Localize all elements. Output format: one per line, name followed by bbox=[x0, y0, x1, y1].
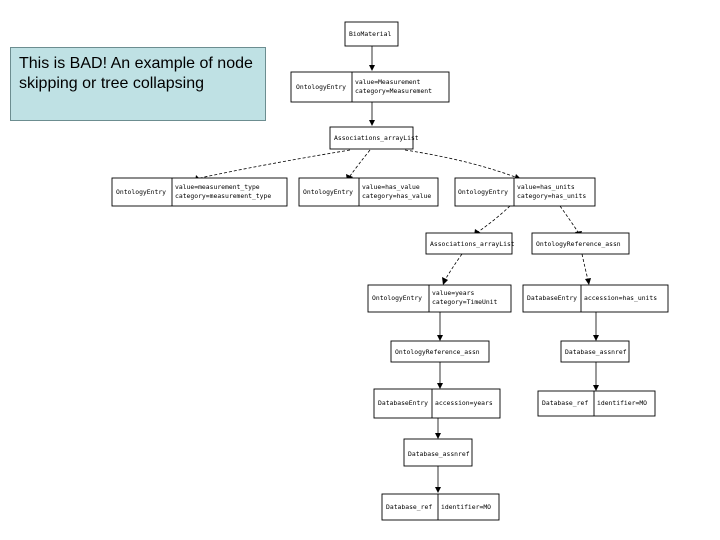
svg-text:OntologyReference_assn: OntologyReference_assn bbox=[536, 240, 621, 248]
node-database-ref-2: Database_ref identifier=MO bbox=[381, 493, 500, 521]
node-associations-arraylist-1: Associations_arrayList bbox=[329, 126, 419, 150]
svg-text:DatabaseEntry: DatabaseEntry bbox=[378, 399, 428, 407]
edge-assoc-type bbox=[199, 149, 351, 179]
node-associations-arraylist-2: Associations_arrayList bbox=[425, 232, 515, 255]
node-ontologyentry-units: OntologyEntry value=has_units category=h… bbox=[454, 177, 596, 207]
svg-text:OntologyReference_assn: OntologyReference_assn bbox=[395, 348, 480, 356]
edge-assoc-value bbox=[349, 149, 371, 177]
edge-assoc2-years bbox=[444, 253, 463, 281]
arrowhead bbox=[369, 120, 375, 126]
annotation-callout: This is BAD! An example of node skipping… bbox=[10, 47, 266, 121]
svg-text:OntologyEntry: OntologyEntry bbox=[296, 83, 346, 91]
svg-text:Database_assnref: Database_assnref bbox=[408, 450, 470, 458]
svg-text:BioMaterial: BioMaterial bbox=[349, 30, 391, 38]
arrowhead bbox=[437, 335, 443, 341]
node-ontologyentry-measurement: OntologyEntry value=Measurement category… bbox=[290, 71, 450, 103]
node-database-assnref-2: Database_assnref bbox=[403, 438, 473, 467]
svg-text:value=has_units: value=has_units bbox=[517, 183, 575, 191]
arrowhead bbox=[585, 278, 591, 285]
edge-assoc-units bbox=[404, 149, 519, 179]
node-biomaterial: BioMaterial bbox=[344, 21, 399, 47]
svg-text:category=has_value: category=has_value bbox=[362, 192, 431, 200]
arrowhead bbox=[369, 65, 375, 71]
svg-text:Database_assnref: Database_assnref bbox=[565, 348, 627, 356]
svg-text:category=measurement_type: category=measurement_type bbox=[175, 192, 271, 200]
arrowhead bbox=[435, 433, 441, 439]
svg-text:OntologyEntry: OntologyEntry bbox=[458, 188, 508, 196]
node-databaseentry-years: DatabaseEntry accession=years bbox=[373, 388, 501, 419]
svg-text:value=has_value: value=has_value bbox=[362, 183, 420, 191]
svg-text:Database_ref: Database_ref bbox=[542, 399, 588, 407]
edge-ontref-databaseentry bbox=[581, 253, 589, 281]
arrowhead bbox=[442, 277, 448, 285]
arrowhead bbox=[435, 487, 441, 493]
svg-text:identifier=MO: identifier=MO bbox=[441, 503, 491, 511]
svg-text:value=measurement_type: value=measurement_type bbox=[175, 183, 260, 191]
svg-text:accession=has_units: accession=has_units bbox=[584, 294, 657, 302]
svg-text:value=Measurement: value=Measurement bbox=[355, 78, 421, 86]
arrowhead bbox=[593, 335, 599, 341]
edge-units-ontologyreference bbox=[559, 205, 579, 233]
svg-text:Associations_arrayList: Associations_arrayList bbox=[334, 134, 419, 142]
node-ontologyentry-type: OntologyEntry value=measurement_type cat… bbox=[111, 177, 288, 207]
edge-units-associations2 bbox=[477, 205, 511, 233]
svg-text:category=Measurement: category=Measurement bbox=[355, 87, 432, 95]
callout-text: This is BAD! An example of node skipping… bbox=[19, 55, 253, 92]
node-databaseentry-units: DatabaseEntry accession=has_units bbox=[522, 284, 669, 313]
svg-text:identifier=MO: identifier=MO bbox=[597, 399, 647, 407]
svg-text:value=years: value=years bbox=[432, 289, 474, 297]
node-ontologyreference-assn-1: OntologyReference_assn bbox=[531, 232, 630, 255]
node-ontologyentry-value: OntologyEntry value=has_value category=h… bbox=[298, 177, 439, 207]
edges bbox=[195, 46, 599, 493]
svg-text:Associations_arrayList: Associations_arrayList bbox=[430, 240, 515, 248]
svg-text:category=has_units: category=has_units bbox=[517, 192, 586, 200]
svg-text:accession=years: accession=years bbox=[435, 399, 493, 407]
svg-text:Database_ref: Database_ref bbox=[386, 503, 432, 511]
svg-text:category=TimeUnit: category=TimeUnit bbox=[432, 298, 498, 306]
arrowhead bbox=[437, 383, 443, 389]
svg-text:OntologyEntry: OntologyEntry bbox=[372, 294, 422, 302]
svg-text:OntologyEntry: OntologyEntry bbox=[116, 188, 166, 196]
arrowhead bbox=[593, 385, 599, 391]
node-ontologyentry-years: OntologyEntry value=years category=TimeU… bbox=[367, 284, 512, 313]
node-ontologyreference-assn-2: OntologyReference_assn bbox=[390, 340, 490, 363]
node-database-assnref-1: Database_assnref bbox=[560, 340, 630, 363]
node-database-ref-1: Database_ref identifier=MO bbox=[537, 390, 656, 417]
svg-text:OntologyEntry: OntologyEntry bbox=[303, 188, 353, 196]
svg-text:DatabaseEntry: DatabaseEntry bbox=[527, 294, 577, 302]
